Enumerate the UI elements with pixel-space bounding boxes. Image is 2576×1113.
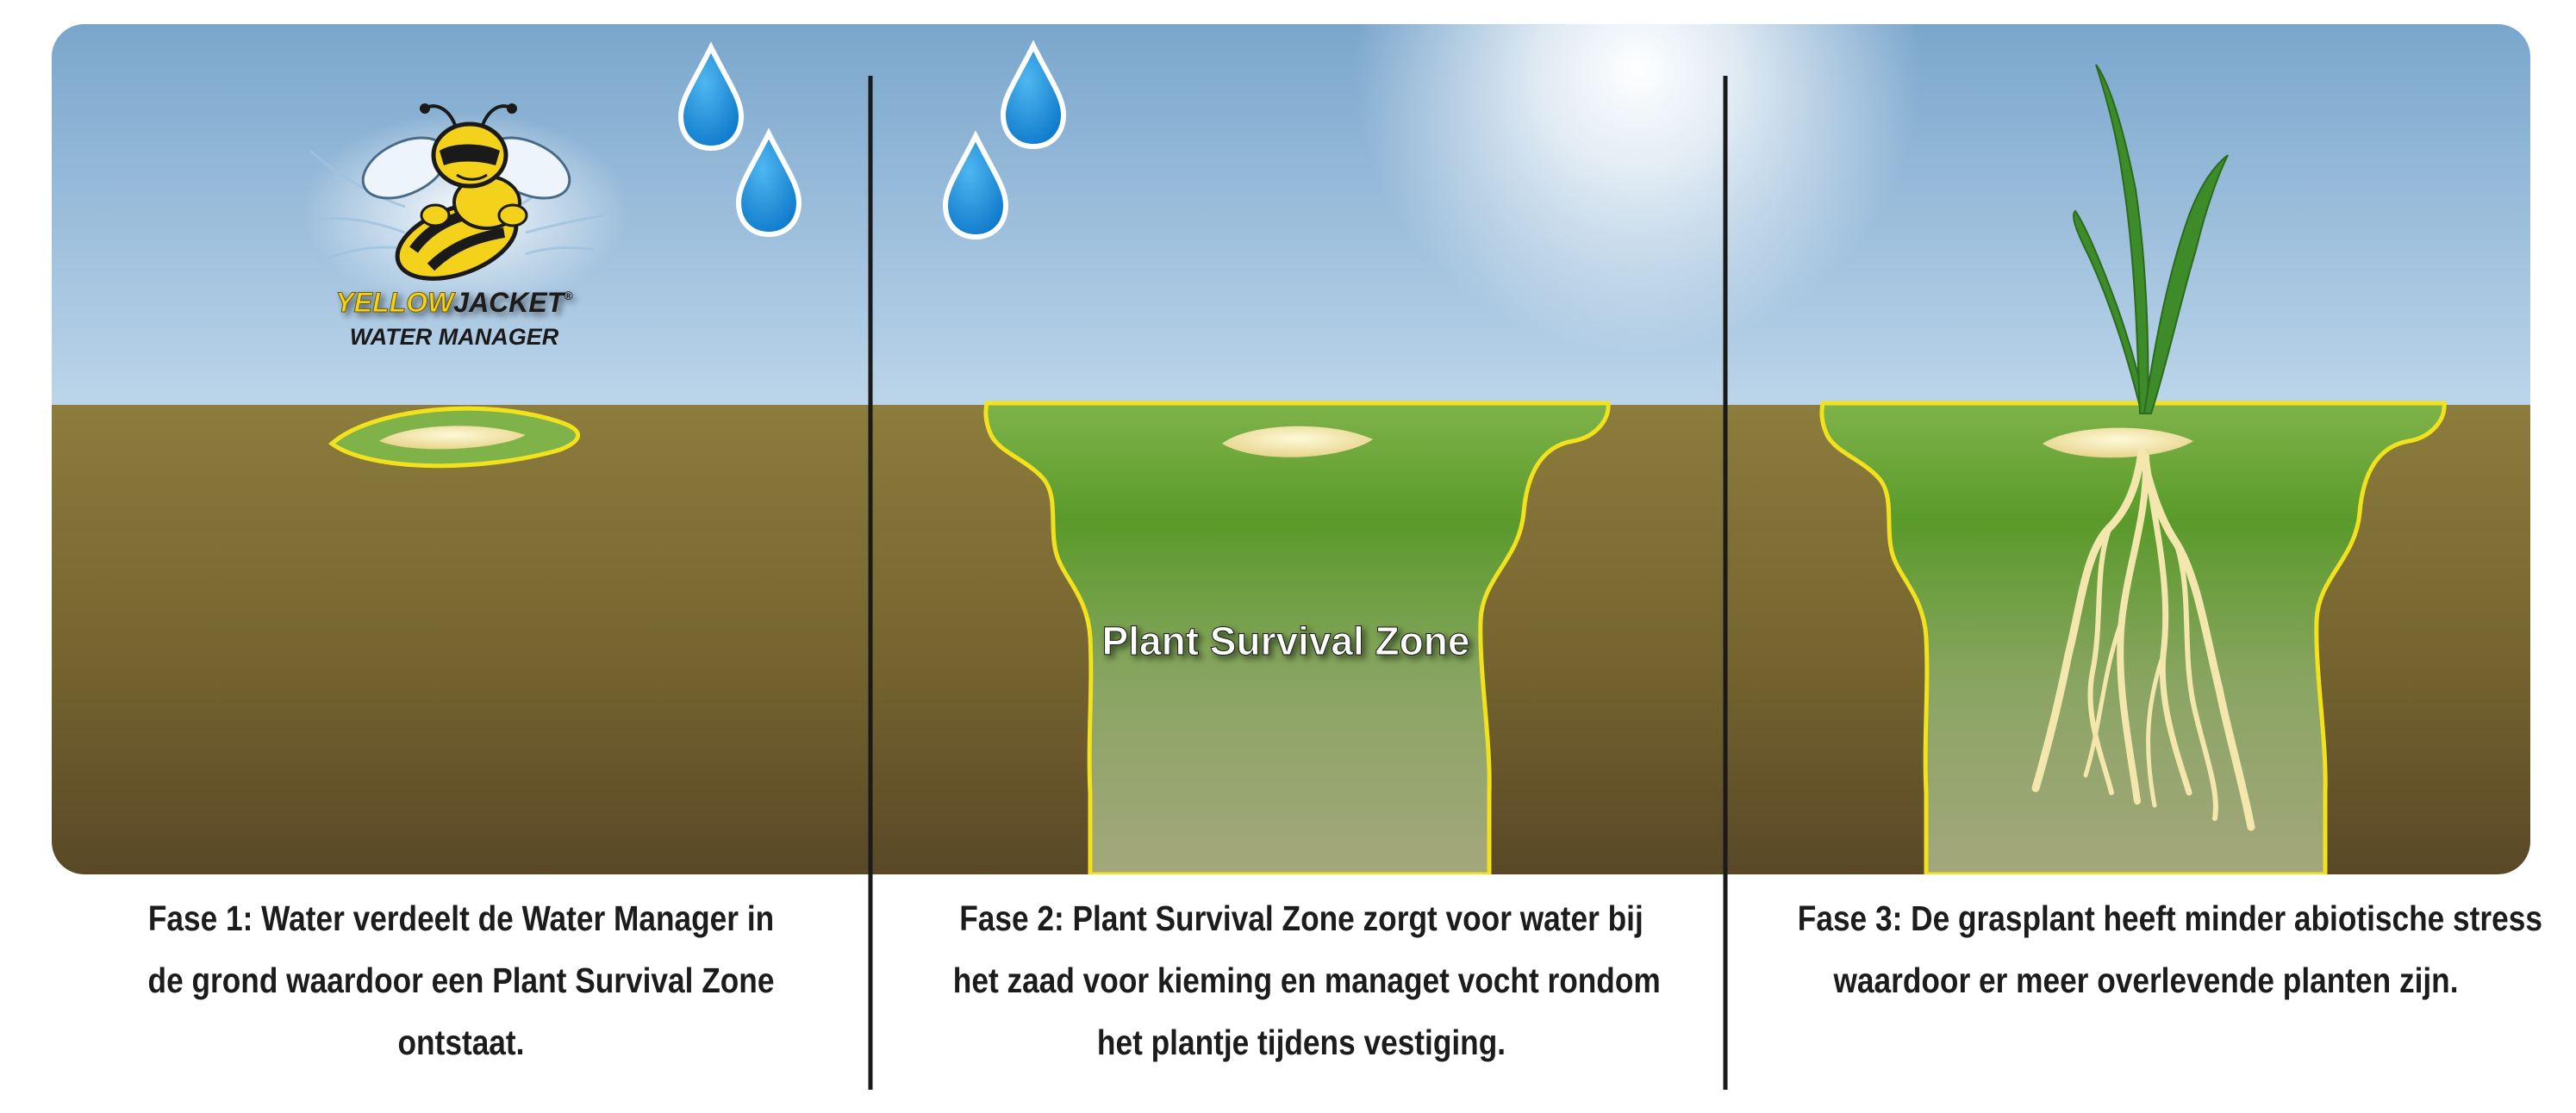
seed-phase-3 <box>2043 427 2193 458</box>
survival-zone-phase-3 <box>1819 401 2447 874</box>
caption-line: Fase 3: De grasplant heeft minder abioti… <box>1797 898 2542 938</box>
survival-zone-phase-2 <box>983 401 1611 874</box>
seed-phase-1 <box>379 426 526 450</box>
caption-phase-1: Fase 1: Water verdeelt de Water Manager … <box>135 887 788 1073</box>
yellow-jacket-logo: YELLOWJACKET® WATER MANAGER <box>302 103 629 350</box>
grass-roots <box>2031 448 2255 831</box>
caption-line: het zaad voor kieming en managet vocht r… <box>952 961 1661 1000</box>
caption-phase-2: Fase 2: Plant Survival Zone zorgt voor w… <box>952 887 1661 1073</box>
water-drop-icon <box>735 127 802 238</box>
caption-line: waardoor er meer overlevende planten zij… <box>1833 961 2459 1000</box>
caption-line: Fase 2: Plant Survival Zone zorgt voor w… <box>959 898 1644 938</box>
caption-line: het plantje tijdens vestiging. <box>1096 1023 1506 1062</box>
plant-survival-zone-label: Plant Survival Zone <box>1102 619 1470 663</box>
bee-icon <box>361 103 571 281</box>
grass-blades <box>2073 64 2229 414</box>
caption-line: ontstaat. <box>397 1023 525 1062</box>
brand-name: YELLOWJACKET® <box>335 287 573 318</box>
brand-subtitle: WATER MANAGER <box>350 324 559 350</box>
water-drop-icon <box>677 41 745 152</box>
sun-glow <box>1353 24 1922 353</box>
water-drop-icon <box>942 130 1009 240</box>
caption-line: Fase 1: Water verdeelt de Water Manager … <box>147 898 775 938</box>
water-drops <box>677 40 1067 240</box>
brand-name-yellow: YELLOW <box>335 287 456 318</box>
water-drop-icon <box>1000 40 1067 150</box>
caption-line: de grond waardoor een Plant Survival Zon… <box>147 961 775 1000</box>
trademark-symbol: ® <box>564 289 573 302</box>
landscape-panel <box>52 24 2530 874</box>
caption-phase-3: Fase 3: De grasplant heeft minder abioti… <box>1797 887 2542 1011</box>
brand-name-jacket: JACKET <box>453 287 565 318</box>
seed-phase-2 <box>1222 426 1373 457</box>
